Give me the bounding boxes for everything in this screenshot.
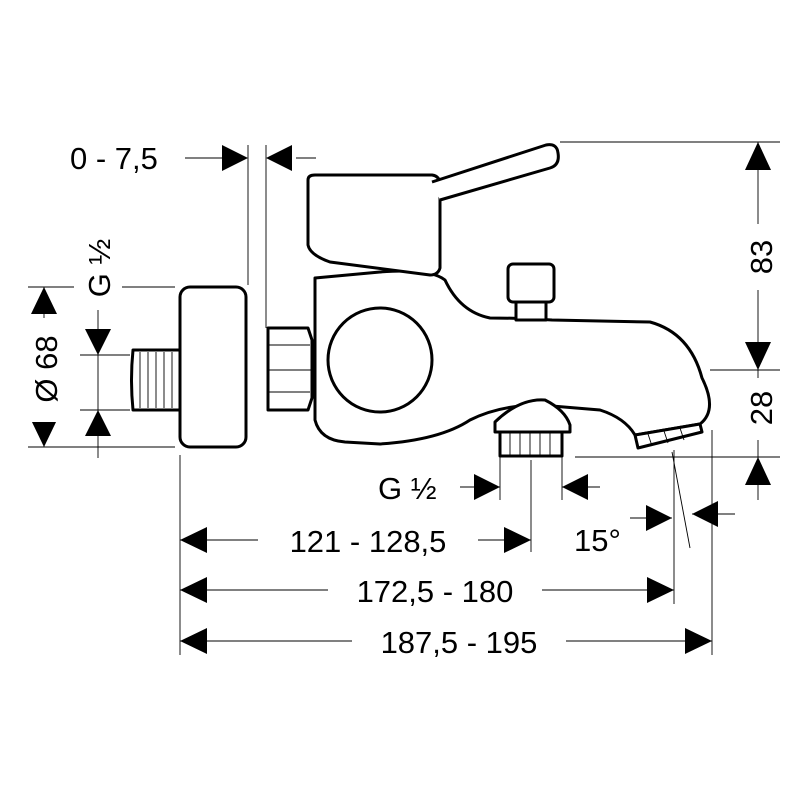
diameter-label: Ø 68 — [29, 335, 64, 402]
angle-label: 15° — [574, 523, 621, 558]
thread-bottom-label: G ½ — [378, 471, 437, 506]
dimension-labels: 0 - 7,5 83 28 Ø 68 G ½ G ½ 15° 121 - 128… — [20, 141, 782, 660]
mixer-body — [130, 143, 711, 458]
dimension-187-195: 187,5 - 195 — [381, 625, 538, 660]
thread-left-label: G ½ — [82, 239, 117, 298]
dimension-172-180: 172,5 - 180 — [357, 574, 514, 609]
height-bottom-label: 28 — [744, 391, 779, 425]
arrows — [31, 142, 771, 654]
dimension-121-128: 121 - 128,5 — [290, 524, 447, 559]
offset-label: 0 - 7,5 — [70, 141, 158, 176]
height-top-label: 83 — [744, 240, 779, 274]
